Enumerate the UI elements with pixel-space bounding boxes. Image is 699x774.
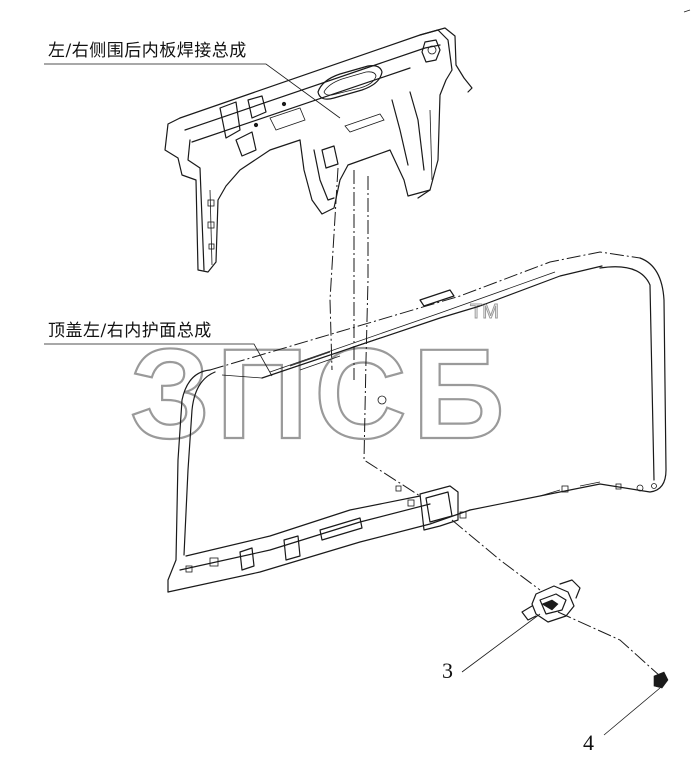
- callout-part-4: 4: [583, 730, 594, 755]
- leader-lines: [44, 63, 661, 736]
- watermark: ЗПСБ TM: [129, 301, 511, 468]
- callout-part-3: 3: [442, 658, 453, 683]
- watermark-tm: TM: [470, 301, 499, 323]
- callout-rear-inner-panel: 左/右侧围后内板焊接总成: [48, 41, 247, 61]
- callout-roof-trim-panel: 顶盖左/右内护面总成: [48, 321, 212, 341]
- corner-mark: [683, 9, 691, 13]
- rear-inner-panel-assembly: [164, 27, 473, 273]
- roof-inner-trim-panel-assembly: [167, 251, 667, 593]
- part-3-clip: [521, 579, 581, 623]
- part-4-screw: [653, 671, 669, 689]
- assembly-guide-lines: [329, 167, 661, 677]
- watermark-logo: ЗПСБ: [130, 323, 511, 466]
